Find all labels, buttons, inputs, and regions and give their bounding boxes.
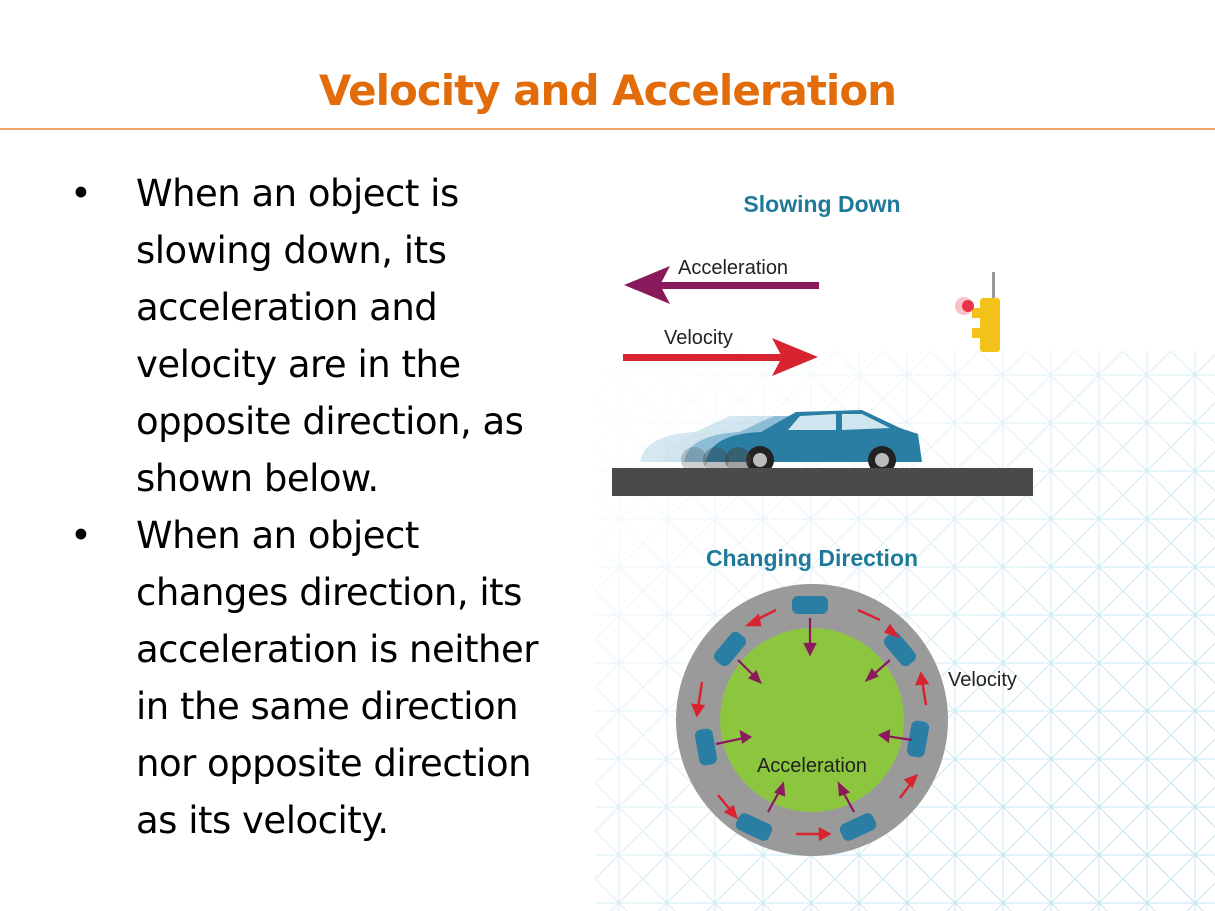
velocity-arrow [623, 338, 818, 376]
title-divider [0, 128, 1215, 130]
slide-title: Velocity and Acceleration [318, 66, 897, 115]
slowing-down-heading: Slowing Down [743, 191, 900, 217]
bullet-text: When an object changes direction, its ac… [136, 514, 538, 842]
traffic-light-icon [955, 272, 1000, 352]
velocity-acceleration-figure: Slowing Down Acceleration Velocity [600, 170, 1050, 870]
acceleration-arrow [624, 266, 819, 304]
bullet-marker: • [70, 172, 92, 215]
car-icon [640, 410, 922, 474]
bullet-item: • When an object is slowing down, its ac… [70, 165, 570, 507]
bullet-list: • When an object is slowing down, its ac… [70, 165, 570, 849]
bullet-marker: • [70, 514, 92, 557]
circle-acceleration-label: Acceleration [757, 755, 867, 777]
velocity-arrow-label: Velocity [664, 327, 733, 349]
bullet-item: • When an object changes direction, its … [70, 507, 570, 849]
circular-track [676, 584, 948, 856]
figure-svg: Slowing Down Acceleration Velocity [612, 191, 1033, 856]
velocity-tangent-arrows [691, 608, 930, 842]
circle-velocity-label: Velocity [948, 669, 1017, 691]
bullet-text: When an object is slowing down, its acce… [136, 172, 524, 500]
acceleration-arrow-label: Acceleration [678, 257, 788, 279]
circle-car-icons [694, 596, 930, 841]
road [612, 468, 1033, 496]
changing-direction-heading: Changing Direction [706, 545, 918, 571]
acceleration-centripetal-arrows [715, 618, 913, 813]
